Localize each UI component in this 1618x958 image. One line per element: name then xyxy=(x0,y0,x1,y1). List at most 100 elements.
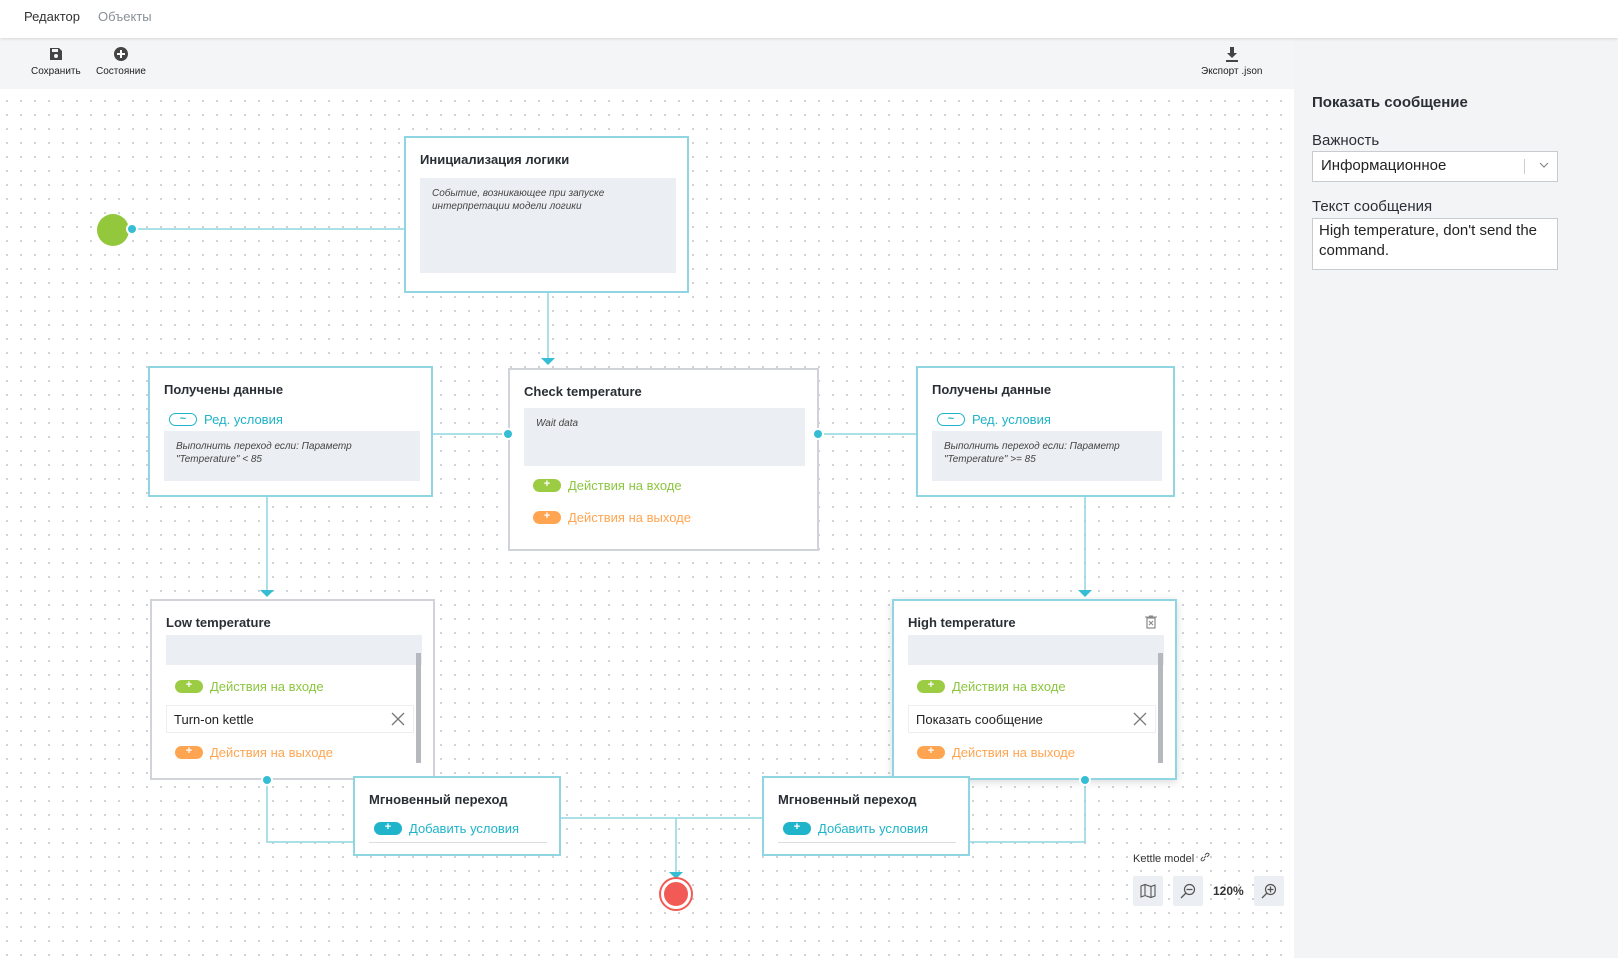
node-high-temperature[interactable]: High temperature + Действия на входе Пок… xyxy=(892,599,1177,780)
zoom-in-icon xyxy=(1261,883,1277,899)
close-icon[interactable] xyxy=(1133,712,1147,726)
check-left-handle[interactable] xyxy=(502,428,514,440)
exit-actions-label: Действия на выходе xyxy=(210,745,333,760)
action-item[interactable]: Turn-on kettle xyxy=(166,705,414,733)
node-description: Wait data xyxy=(524,408,805,466)
tilde-icon: ~ xyxy=(169,413,197,426)
export-json-button[interactable]: Экспорт .json xyxy=(1201,46,1262,77)
toolbar: Сохранить Состояние Экспорт .json xyxy=(0,38,1294,89)
plus-icon: + xyxy=(175,746,203,759)
node-init-logic[interactable]: Инициализация логики Событие, возникающе… xyxy=(404,136,689,293)
enter-actions-button[interactable]: + Действия на входе xyxy=(917,679,1066,694)
edit-conditions-label: Ред. условия xyxy=(972,412,1051,427)
message-text-label: Текст сообщения xyxy=(1312,198,1433,215)
node-description xyxy=(908,635,1164,665)
node-data-received-left[interactable]: Получены данные ~ Ред. условия Выполнить… xyxy=(148,366,433,497)
exit-actions-label: Действия на выходе xyxy=(568,510,691,525)
tilde-icon: ~ xyxy=(937,413,965,426)
node-title: Инициализация логики xyxy=(420,152,570,167)
plus-icon: + xyxy=(783,822,811,835)
scrollbar[interactable] xyxy=(1158,653,1163,763)
condition-description: Выполнить переход если: Параметр "Temper… xyxy=(164,431,420,481)
plus-icon: + xyxy=(917,680,945,693)
node-title: Получены данные xyxy=(932,382,1052,397)
divider xyxy=(369,842,547,843)
plus-icon: + xyxy=(175,680,203,693)
plus-circle-icon xyxy=(113,47,128,61)
exit-actions-button[interactable]: + Действия на выходе xyxy=(917,745,1075,760)
scrollbar[interactable] xyxy=(416,653,421,763)
node-title: Check temperature xyxy=(524,384,642,399)
add-conditions-label: Добавить условия xyxy=(818,821,929,836)
exit-actions-button[interactable]: + Действия на выходе xyxy=(533,510,691,525)
plus-icon: + xyxy=(533,479,561,492)
start-output-handle[interactable] xyxy=(126,223,138,235)
node-check-temperature[interactable]: Check temperature Wait data + Действия н… xyxy=(508,368,819,551)
exit-actions-button[interactable]: + Действия на выходе xyxy=(175,745,333,760)
tab-editor[interactable]: Редактор xyxy=(24,9,80,24)
download-icon xyxy=(1225,47,1238,62)
action-label: Показать сообщение xyxy=(916,712,1043,727)
model-name-label: Kettle model xyxy=(1133,853,1195,865)
node-title: High temperature xyxy=(908,615,1016,630)
divider xyxy=(778,842,956,843)
delete-icon[interactable] xyxy=(1145,615,1157,629)
node-title: Low temperature xyxy=(166,615,271,630)
edit-conditions-label: Ред. условия xyxy=(204,412,283,427)
node-low-temperature[interactable]: Low temperature + Действия на входе Turn… xyxy=(150,599,435,780)
plus-icon: + xyxy=(917,746,945,759)
enter-actions-button[interactable]: + Действия на входе xyxy=(175,679,324,694)
check-right-handle[interactable] xyxy=(812,428,824,440)
low-output-handle[interactable] xyxy=(261,774,273,786)
properties-panel: Показать сообщение Важность Информационн… xyxy=(1294,38,1618,958)
edit-conditions-button[interactable]: ~ Ред. условия xyxy=(937,412,1051,427)
diagram-canvas[interactable]: Сохранить Состояние Экспорт .json xyxy=(0,38,1294,958)
select-separator xyxy=(1524,159,1525,174)
end-node[interactable] xyxy=(661,879,691,909)
add-conditions-button[interactable]: + Добавить условия xyxy=(374,821,519,836)
enter-actions-label: Действия на входе xyxy=(568,478,682,493)
map-icon xyxy=(1140,883,1156,899)
save-label: Сохранить xyxy=(31,66,81,77)
plus-icon: + xyxy=(533,511,561,524)
zoom-level: 120% xyxy=(1213,884,1244,898)
export-label: Экспорт .json xyxy=(1201,66,1263,77)
importance-label: Важность xyxy=(1312,132,1380,149)
message-text-field[interactable]: High temperature, don't send the command… xyxy=(1312,218,1558,270)
model-name[interactable]: Kettle model xyxy=(1133,852,1210,865)
zoom-out-icon xyxy=(1180,883,1196,899)
node-instant-transition-left[interactable]: Мгновенный переход + Добавить условия xyxy=(353,776,561,856)
tab-objects[interactable]: Объекты xyxy=(98,9,152,24)
high-output-handle[interactable] xyxy=(1079,774,1091,786)
node-instant-transition-right[interactable]: Мгновенный переход + Добавить условия xyxy=(762,776,970,856)
node-description xyxy=(166,635,422,665)
node-title: Мгновенный переход xyxy=(369,792,508,807)
importance-select[interactable]: Информационное xyxy=(1312,151,1558,182)
close-icon[interactable] xyxy=(391,712,405,726)
plus-icon: + xyxy=(374,822,402,835)
action-item[interactable]: Показать сообщение xyxy=(908,705,1156,733)
connection-lines xyxy=(133,228,1092,879)
node-title: Получены данные xyxy=(164,382,284,397)
zoom-in-button[interactable] xyxy=(1254,876,1284,906)
link-icon xyxy=(1200,852,1210,862)
node-title: Мгновенный переход xyxy=(778,792,917,807)
top-nav: Редактор Объекты xyxy=(0,0,1618,38)
save-button[interactable]: Сохранить xyxy=(31,46,81,77)
node-data-received-right[interactable]: Получены данные ~ Ред. условия Выполнить… xyxy=(916,366,1175,497)
map-button[interactable] xyxy=(1133,876,1163,906)
save-icon xyxy=(49,48,62,60)
add-conditions-label: Добавить условия xyxy=(409,821,520,836)
chevron-down-icon xyxy=(1539,162,1549,168)
state-label: Состояние xyxy=(96,66,146,77)
enter-actions-label: Действия на входе xyxy=(210,679,324,694)
add-conditions-button[interactable]: + Добавить условия xyxy=(783,821,928,836)
edit-conditions-button[interactable]: ~ Ред. условия xyxy=(169,412,283,427)
enter-actions-button[interactable]: + Действия на входе xyxy=(533,478,682,493)
add-state-button[interactable]: Состояние xyxy=(96,46,146,77)
enter-actions-label: Действия на входе xyxy=(952,679,1066,694)
panel-title: Показать сообщение xyxy=(1312,94,1468,111)
action-label: Turn-on kettle xyxy=(174,712,254,727)
start-node[interactable] xyxy=(97,214,129,246)
zoom-out-button[interactable] xyxy=(1173,876,1203,906)
